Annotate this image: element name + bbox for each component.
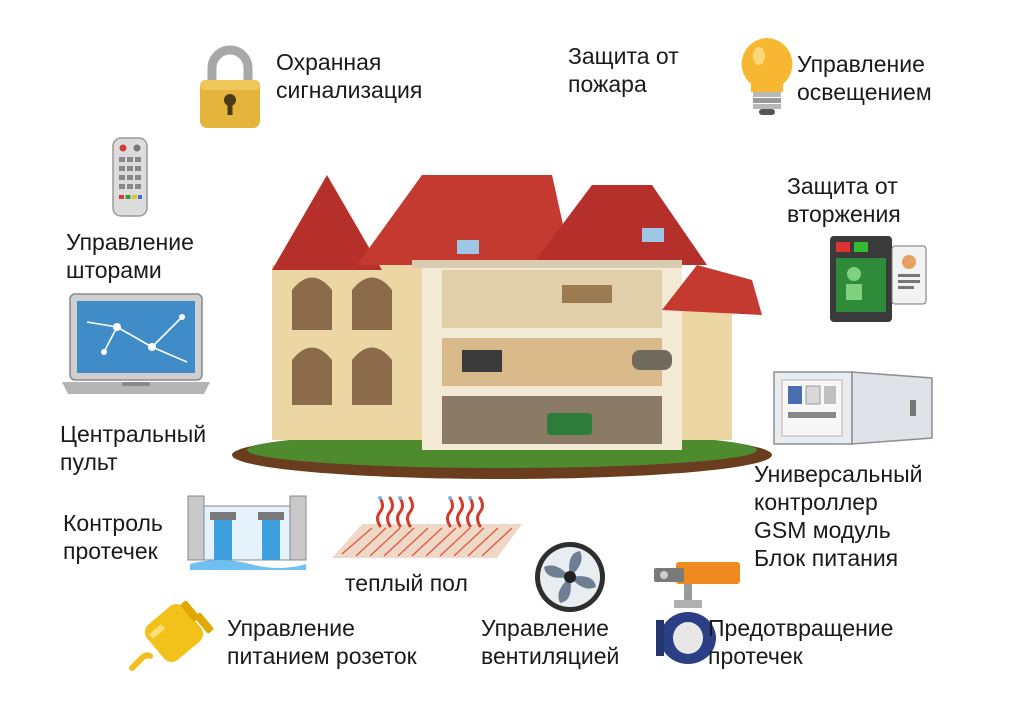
label-sockets: Управление питанием розеток: [227, 614, 417, 670]
padlock-icon: [198, 42, 262, 130]
fan-icon: [533, 540, 607, 614]
label-console-line2: пульт: [60, 449, 118, 475]
label-intrusion: Защита от вторжения: [787, 172, 901, 228]
label-controller-line1: Универсальный: [754, 461, 923, 487]
label-controller: Универсальный контроллер GSM модуль Блок…: [754, 460, 922, 572]
label-curtains-line2: шторами: [66, 257, 162, 283]
water-tank-icon: [186, 494, 308, 574]
label-fire: Защита от пожара: [568, 42, 679, 98]
access-terminal-icon: [828, 232, 928, 324]
valve-actuator-icon: [650, 560, 742, 668]
label-intrusion-line2: вторжения: [787, 201, 901, 227]
house-illustration: [232, 170, 772, 480]
label-lighting: Управление освещением: [797, 50, 932, 106]
label-sockets-line1: Управление: [227, 615, 355, 641]
label-fire-line2: пожара: [568, 71, 647, 97]
label-curtains-line1: Управление: [66, 229, 194, 255]
label-ventilation-line2: вентиляцией: [481, 643, 620, 669]
power-plug-icon: [126, 596, 222, 672]
label-leak-prevention-line2: протечек: [708, 643, 803, 669]
label-alarm-line2: сигнализация: [276, 77, 423, 103]
label-ventilation: Управление вентиляцией: [481, 614, 619, 670]
label-leak-control-line2: протечек: [63, 538, 158, 564]
label-lighting-line1: Управление: [797, 51, 925, 77]
control-cabinet-icon: [772, 370, 940, 446]
label-curtains: Управление шторами: [66, 228, 194, 284]
label-alarm: Охранная сигнализация: [276, 48, 422, 104]
label-leak-prevention: Предотвращение протечек: [708, 614, 893, 670]
label-controller-line3: GSM модуль: [754, 517, 891, 543]
label-controller-line4: Блок питания: [754, 545, 899, 571]
remote-control-icon: [110, 137, 150, 217]
label-floor: теплый пол: [345, 570, 468, 596]
label-leak-control-line1: Контроль: [63, 510, 163, 536]
label-controller-line2: контроллер: [754, 489, 878, 515]
laptop-icon: [62, 292, 210, 398]
label-fire-line1: Защита от: [568, 43, 679, 69]
underfloor-heating-icon: [322, 494, 532, 560]
label-leak-control: Контроль протечек: [63, 509, 163, 565]
label-intrusion-line1: Защита от: [787, 173, 898, 199]
label-lighting-line2: освещением: [797, 79, 932, 105]
label-console-line1: Центральный: [60, 421, 207, 447]
label-alarm-line1: Охранная: [276, 49, 382, 75]
light-bulb-icon: [737, 36, 797, 116]
label-sockets-line2: питанием розеток: [227, 643, 417, 669]
label-console: Центральный пульт: [60, 420, 206, 476]
label-ventilation-line1: Управление: [481, 615, 609, 641]
label-leak-prevention-line1: Предотвращение: [708, 615, 894, 641]
